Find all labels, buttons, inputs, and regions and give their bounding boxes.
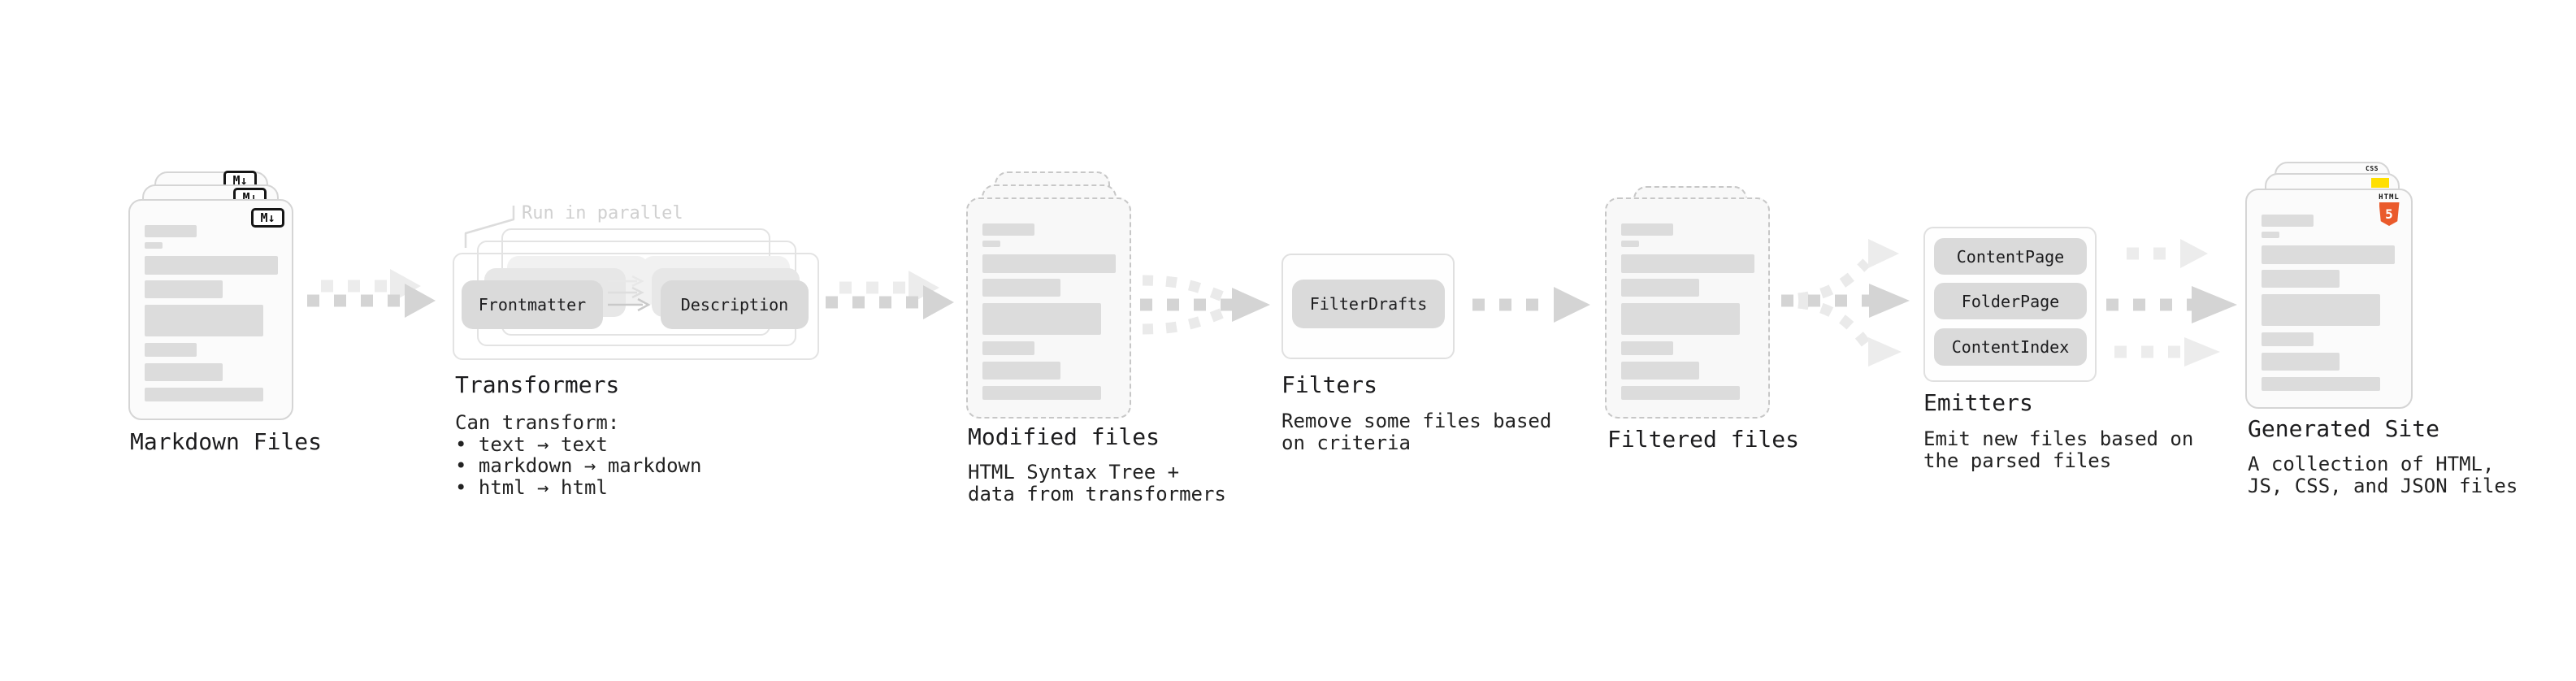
stage-label-filtered-files: Filtered files (1607, 426, 1800, 453)
generated-site-description: A collection of HTML, JS, CSS, and JSON … (2248, 453, 2518, 497)
filtered-file-card (1605, 197, 1770, 419)
stage-label-filters: Filters (1281, 371, 1378, 398)
frontmatter-pill: Frontmatter (462, 280, 603, 329)
description-pill: Description (661, 280, 809, 329)
annotation-leader-line (464, 206, 515, 248)
generated-file-card: HTML 5 (2245, 189, 2413, 409)
transformers-description: Can transform: • text → text • markdown … (455, 411, 702, 499)
contentpage-pill: ContentPage (1934, 238, 2087, 275)
arrow-filtered-to-emitters (1781, 239, 1910, 367)
modified-files-description: HTML Syntax Tree + data from transformer… (968, 461, 1226, 505)
arrow-modified-to-filters (1140, 275, 1270, 335)
stage-label-emitters: Emitters (1923, 389, 2033, 416)
transform-arrows-icon (608, 275, 651, 312)
emitters-description: Emit new files based on the parsed files (1923, 427, 2194, 472)
html5-icon: HTML 5 (2373, 193, 2405, 226)
arrow-transformers-to-modified (826, 271, 954, 319)
filters-description: Remove some files based on criteria (1281, 410, 1552, 454)
folderpage-pill: FolderPage (1934, 283, 2087, 319)
arrow-emitters-to-generated (2106, 239, 2237, 367)
markdown-file-card: M↓ (128, 199, 293, 420)
stage-label-markdown-files: Markdown Files (130, 428, 323, 455)
stage-label-transformers: Transformers (455, 371, 620, 398)
contentindex-pill: ContentIndex (1934, 328, 2087, 366)
markdown-icon: M↓ (251, 208, 284, 228)
run-in-parallel-annotation: Run in parallel (522, 203, 683, 223)
stage-label-modified-files: Modified files (968, 423, 1160, 450)
transformer-box (453, 253, 819, 360)
stage-label-generated-site: Generated Site (2248, 415, 2440, 442)
filterdrafts-pill: FilterDrafts (1292, 280, 1445, 328)
arrow-markdown-to-transformers (307, 269, 436, 318)
js-icon (2371, 178, 2389, 188)
modified-file-card (966, 197, 1131, 419)
arrow-filters-to-filtered (1472, 287, 1590, 323)
